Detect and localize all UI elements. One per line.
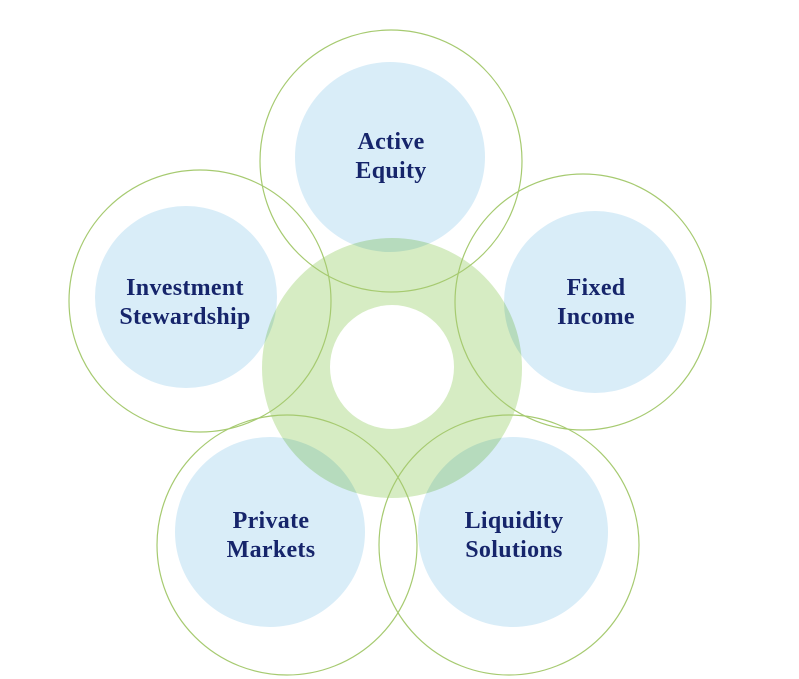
label-active-equity: Active Equity (355, 128, 426, 186)
label-fixed-income: Fixed Income (557, 274, 635, 332)
petal-circle-liquidity-solutions (418, 437, 608, 627)
label-private-markets: Private Markets (227, 507, 316, 565)
outline-circle-private-markets (156, 414, 418, 676)
label-line: Active (357, 129, 425, 155)
label-line: Private (232, 508, 310, 534)
petal-circle-investment-stewardship (95, 206, 277, 388)
label-line: Fixed (566, 275, 626, 301)
outline-circle-investment-stewardship (68, 169, 332, 433)
label-line: Markets (226, 537, 316, 563)
outline-circle-fixed-income (454, 173, 712, 431)
label-line: Investment (126, 275, 244, 301)
petal-circle-fixed-income (504, 211, 686, 393)
petal-circle-active-equity (295, 62, 485, 252)
outline-circle-active-equity (259, 29, 523, 293)
label-line: Equity (355, 158, 427, 184)
label-investment-stewardship: Investment Stewardship (119, 274, 250, 332)
label-line: Stewardship (119, 304, 251, 330)
label-line: Liquidity (464, 508, 564, 534)
outline-circle-liquidity-solutions (378, 414, 640, 676)
label-line: Solutions (465, 537, 563, 563)
petal-circle-private-markets (175, 437, 365, 627)
label-liquidity-solutions: Liquidity Solutions (465, 507, 564, 565)
label-line: Income (557, 304, 635, 330)
center-white-hole (330, 305, 454, 429)
